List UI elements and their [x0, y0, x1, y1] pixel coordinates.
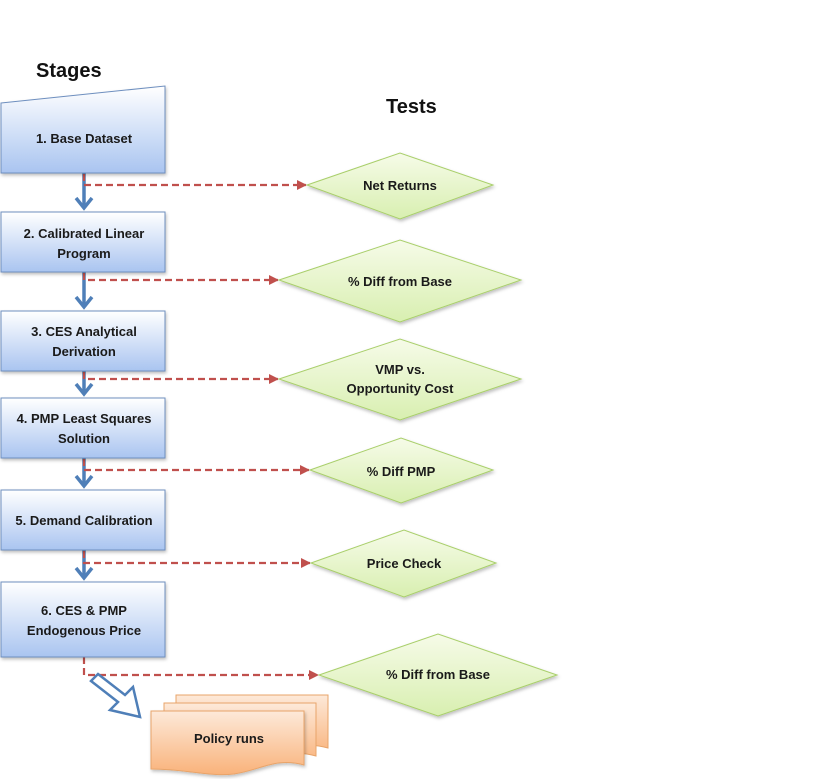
- test-arrow-5: [82, 551, 311, 568]
- test-arrow-1: [82, 174, 307, 190]
- test-2[interactable]: [277, 239, 523, 323]
- stage-boxes: [0, 85, 166, 658]
- test-3-label-line1: VMP vs.: [375, 362, 425, 377]
- test-3-label-line2: Opportunity Cost: [347, 381, 455, 396]
- stage-labels: 1. Base Dataset 2. Calibrated Linear Pro…: [15, 131, 152, 638]
- test-diamonds: [277, 152, 559, 717]
- test-4[interactable]: [308, 437, 495, 504]
- stage-4[interactable]: [0, 397, 166, 459]
- stage-4-label-line1: 4. PMP Least Squares: [17, 411, 152, 426]
- test-arrows: [82, 174, 319, 680]
- stage-5[interactable]: [0, 489, 166, 551]
- test-5[interactable]: [309, 529, 498, 598]
- test-arrow-3: [82, 372, 279, 384]
- test-5-label: Price Check: [367, 556, 442, 571]
- test-4-label: % Diff PMP: [367, 464, 436, 479]
- policy-runs-label: Policy runs: [194, 731, 264, 746]
- stage-6-label-line1: 6. CES & PMP: [41, 603, 127, 618]
- test-arrow-2: [82, 273, 279, 285]
- stage-3-label-line1: 3. CES Analytical: [31, 324, 137, 339]
- test-6[interactable]: [317, 633, 559, 717]
- stage-1-label: 1. Base Dataset: [36, 131, 133, 146]
- test-2-label: % Diff from Base: [348, 274, 452, 289]
- test-6-label: % Diff from Base: [386, 667, 490, 682]
- tests-heading: Tests: [386, 96, 437, 118]
- policy-runs-stack[interactable]: Policy runs: [150, 694, 329, 776]
- stage-2-label-line2: Program: [57, 246, 110, 261]
- stage-5-label: 5. Demand Calibration: [15, 513, 152, 528]
- stage-2-label-line1: 2. Calibrated Linear: [24, 226, 145, 241]
- stage-2[interactable]: [0, 211, 166, 273]
- test-3[interactable]: [277, 338, 523, 421]
- test-1-label: Net Returns: [363, 178, 437, 193]
- output-arrow: [89, 672, 142, 719]
- test-labels: Net Returns % Diff from Base VMP vs. Opp…: [347, 178, 490, 682]
- stage-6-label-line2: Endogenous Price: [27, 623, 141, 638]
- test-1[interactable]: [305, 152, 495, 220]
- stages-heading: Stages: [36, 60, 102, 82]
- stage-6[interactable]: [0, 581, 166, 658]
- stage-3-label-line2: Derivation: [52, 344, 116, 359]
- test-arrow-4: [82, 459, 310, 475]
- stage-1[interactable]: [0, 85, 166, 174]
- stage-3[interactable]: [0, 310, 166, 372]
- stage-4-label-line2: Solution: [58, 431, 110, 446]
- policy-runs-page-front: [150, 710, 305, 776]
- test-arrow-6: [82, 657, 319, 680]
